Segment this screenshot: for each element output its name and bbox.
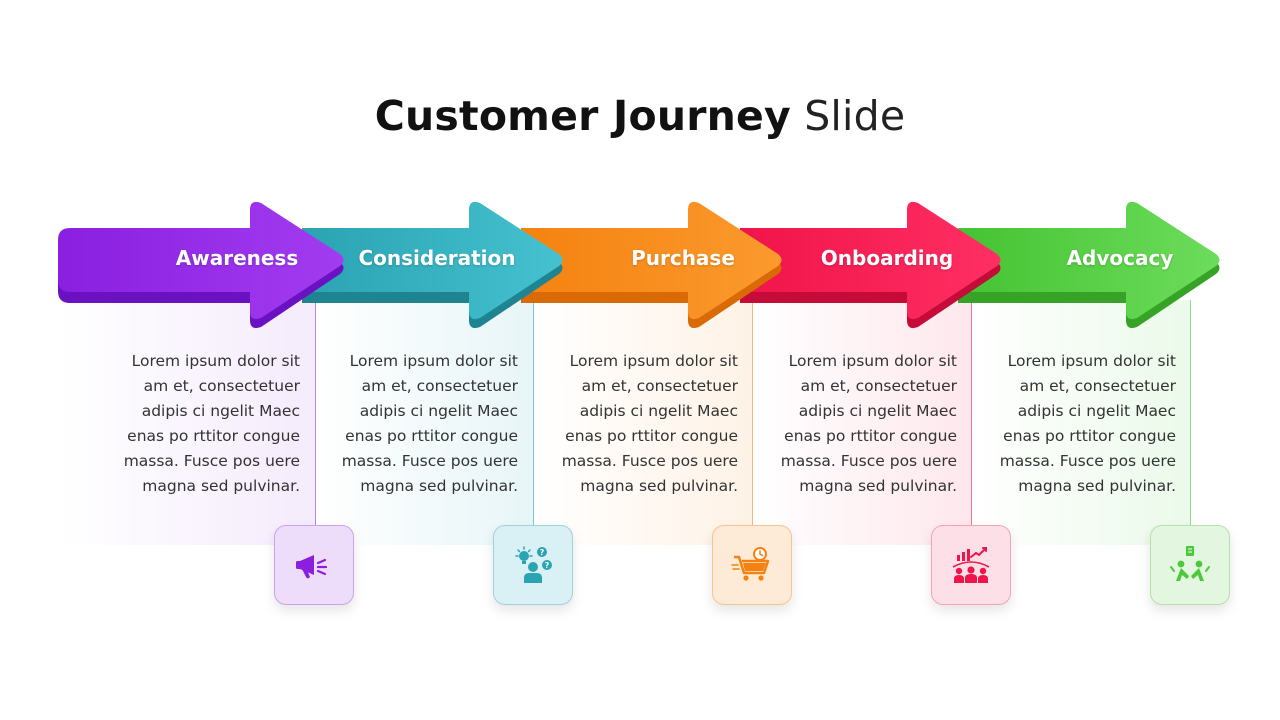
title-bold: Customer Journey <box>374 92 791 140</box>
panel-consideration <box>316 300 534 545</box>
title-light: Slide <box>804 92 906 140</box>
connector-line-consideration <box>533 300 534 526</box>
stage-label-advocacy: Advocacy <box>1066 246 1174 270</box>
arrow-advocacy <box>958 201 1220 329</box>
arrow-purchase <box>521 201 782 329</box>
panel-onboarding <box>753 300 972 545</box>
stage-label-awareness: Awareness <box>175 246 299 270</box>
referral-icon <box>1170 546 1210 581</box>
stage-description-advocacy: Lorem ipsum dolor sit am et, consectetue… <box>999 352 1176 495</box>
icon-box-consideration: ? ? <box>493 525 573 605</box>
stage-label-consideration: Consideration <box>358 246 516 270</box>
icon-box-advocacy <box>1150 525 1230 605</box>
stage-description-consideration: Lorem ipsum dolor sit am et, consectetue… <box>341 352 518 495</box>
megaphone-icon <box>296 555 328 579</box>
panel-awareness <box>58 300 316 545</box>
panel-advocacy <box>972 300 1191 545</box>
idea-question-icon: ? ? <box>515 546 552 583</box>
icon-box-onboarding <box>931 525 1011 605</box>
panel-purchase <box>534 300 753 545</box>
connector-line-onboarding <box>971 300 972 526</box>
connector-line-advocacy <box>1190 300 1191 526</box>
connector-line-purchase <box>752 300 753 526</box>
stage-description-onboarding: Lorem ipsum dolor sit am et, consectetue… <box>780 352 957 495</box>
arrow-consideration <box>302 201 563 329</box>
stage-description-awareness: Lorem ipsum dolor sit am et, consectetue… <box>123 352 300 495</box>
team-growth-icon <box>952 547 990 583</box>
stage-label-purchase: Purchase <box>631 246 735 270</box>
icon-box-purchase <box>712 525 792 605</box>
stage-description-purchase: Lorem ipsum dolor sit am et, consectetue… <box>561 352 738 495</box>
shopping-cart-icon <box>731 547 770 581</box>
arrow-awareness <box>58 201 344 329</box>
arrow-onboarding <box>740 201 1001 329</box>
connector-line-awareness <box>315 300 316 526</box>
stage-label-onboarding: Onboarding <box>820 246 954 270</box>
svg-text:?: ? <box>545 561 550 570</box>
slide-title: Customer Journey Slide <box>0 92 1280 140</box>
svg-text:?: ? <box>540 548 545 557</box>
icon-box-awareness <box>274 525 354 605</box>
